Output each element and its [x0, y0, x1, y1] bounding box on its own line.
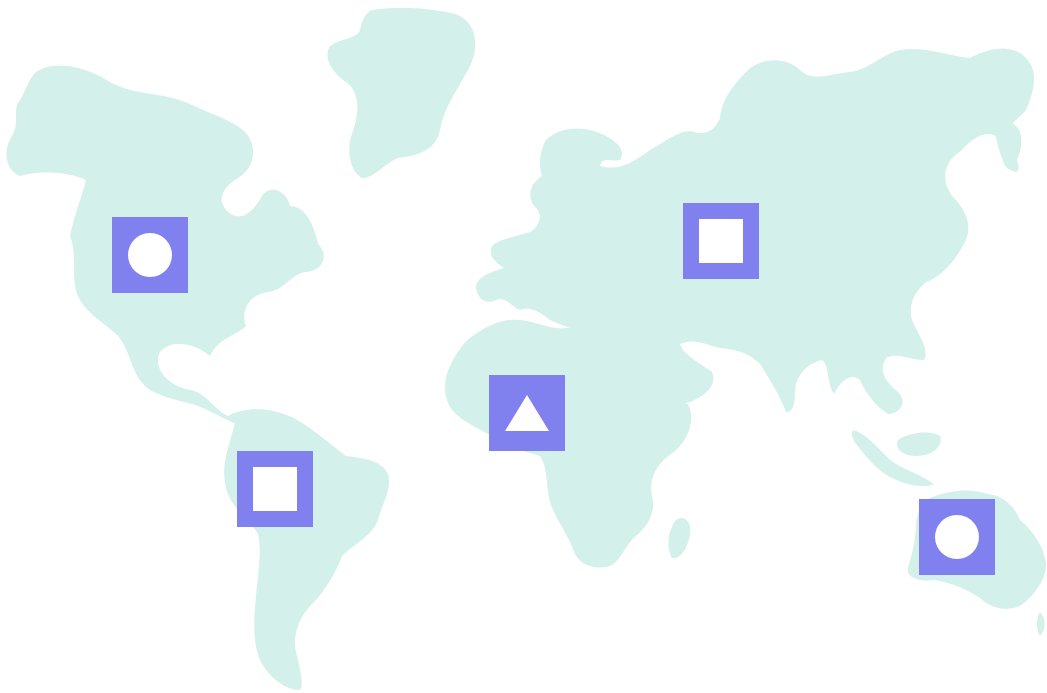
triangle-icon	[505, 395, 549, 431]
landmass-greenland	[327, 7, 476, 179]
map-marker-north-america[interactable]	[112, 217, 188, 293]
land-masses	[6, 7, 1046, 690]
circle-icon	[935, 515, 979, 559]
map-marker-australia[interactable]	[919, 499, 995, 575]
islands-southeast-asia	[851, 430, 934, 486]
square-icon	[253, 467, 297, 511]
circle-icon	[128, 233, 172, 277]
island-borneo	[897, 432, 941, 456]
map-marker-asia[interactable]	[683, 203, 759, 279]
island-new-zealand	[1037, 612, 1045, 636]
island-japan	[994, 121, 1022, 170]
map-marker-africa[interactable]	[489, 375, 565, 451]
island-madagascar	[668, 517, 691, 559]
map-marker-south-america[interactable]	[237, 451, 313, 527]
square-icon	[699, 219, 743, 263]
